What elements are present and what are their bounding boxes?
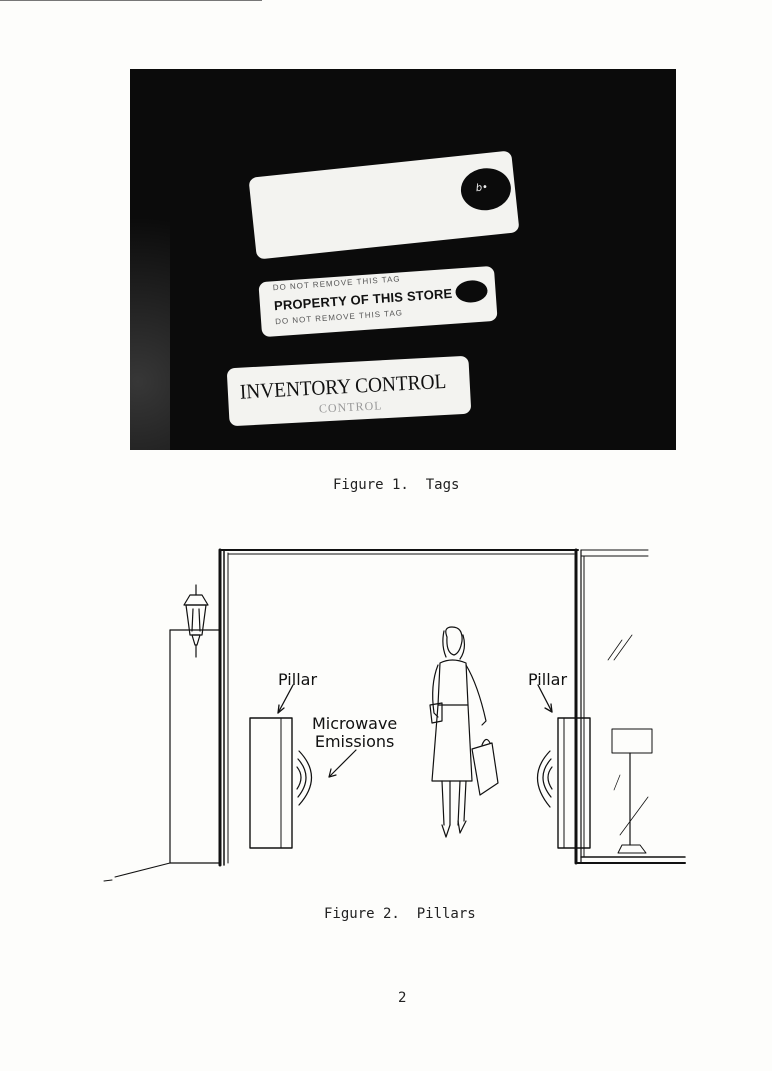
tag-hole: b•: [458, 165, 513, 213]
pillars-illustration: Pillar Pillar Microwave Emissions: [100, 545, 690, 885]
left-emission-waves: [296, 749, 357, 806]
inventory-control-tag: INVENTORY CONTROL CONTROL: [226, 355, 472, 427]
blank-tag: b•: [248, 150, 520, 260]
left-doorframe: [103, 548, 579, 882]
photo-speckle: [130, 109, 170, 450]
woman-shopper: [429, 626, 499, 838]
pillar-right-label: Pillar: [528, 670, 568, 689]
right-doorframe: [574, 548, 686, 865]
right-pillar: [537, 684, 591, 849]
figure-2-caption: Figure 2. Pillars: [324, 906, 476, 922]
microwave-label-line1: Microwave: [312, 714, 398, 733]
microwave-label-line2: Emissions: [314, 732, 395, 751]
page-number: 2: [398, 990, 407, 1006]
store-property-tag: DO NOT REMOVE THIS TAG PROPERTY OF THIS …: [258, 265, 498, 338]
tag-hole: [454, 279, 489, 304]
pillar-left-label: Pillar: [278, 670, 318, 689]
tag-text-ghost: CONTROL: [318, 398, 383, 416]
tags-photo: b• DO NOT REMOVE THIS TAG PROPERTY OF TH…: [130, 69, 676, 450]
page-edge-line: [0, 0, 262, 1]
left-pillar: [249, 684, 294, 849]
figure-1-caption: Figure 1. Tags: [333, 477, 460, 493]
wall-lamp: [183, 584, 209, 658]
pillars-drawing: [103, 548, 686, 882]
microwave-emissions-label: Microwave Emissions: [312, 715, 397, 751]
right-emission-waves: [537, 750, 553, 808]
